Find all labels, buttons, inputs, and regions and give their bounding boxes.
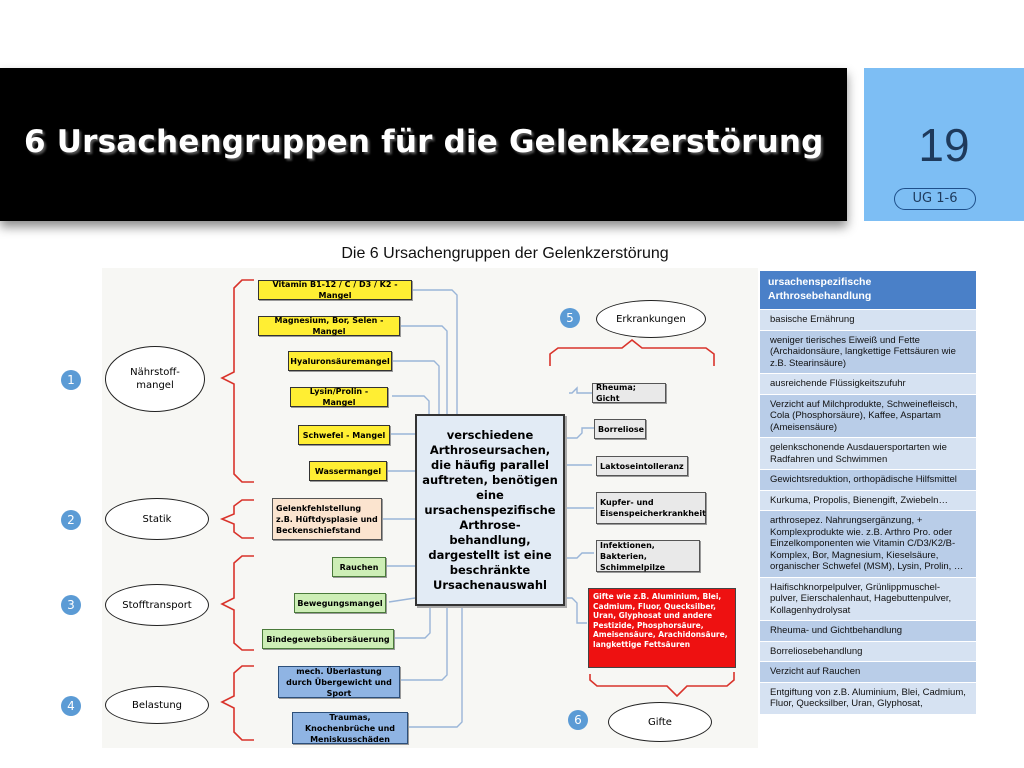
group-number-badge: 2 — [61, 510, 81, 530]
group-number-badge: 6 — [568, 710, 588, 730]
table-row: Entgiftung von z.B. Aluminium, Blei, Cad… — [760, 682, 976, 715]
table-row: Rheuma- und Gichtbehandlung — [760, 621, 976, 642]
disease-item: Laktoseintolleranz — [596, 456, 688, 476]
group-number-badge: 5 — [560, 308, 580, 328]
table-header: ursachenspezifische Arthrosebehandlung — [760, 271, 976, 310]
cause-item: Magnesium, Bor, Selen - Mangel — [258, 316, 400, 336]
table-row: basische Ernährung — [760, 310, 976, 331]
poison-item: Gifte wie z.B. Aluminium, Blei, Cadmium,… — [588, 588, 736, 668]
cause-item: Gelenkfehlstellung z.B. Hüftdysplasie un… — [272, 498, 382, 540]
slide-number-panel — [864, 68, 1024, 221]
cause-item: Schwefel - Mangel — [298, 425, 390, 445]
cause-item: Hyaluronsäuremangel — [288, 351, 392, 371]
group-label: Belastung — [131, 699, 183, 711]
group-diseases: Erkrankungen — [596, 300, 706, 338]
table-row: Verzicht auf Rauchen — [760, 662, 976, 683]
cause-item: Vitamin B1-12 / C / D3 / K2 - Mangel — [258, 280, 412, 300]
cause-diagram: Nährstoff- mangel Statik Stofftransport … — [61, 268, 758, 748]
group-label: Gifte — [648, 716, 672, 728]
disease-item: Rheuma; Gicht — [592, 383, 666, 403]
cause-item: Wassermangel — [309, 461, 387, 481]
connector-lines — [219, 279, 735, 741]
group-nutrient-deficiency: Nährstoff- mangel — [105, 346, 205, 412]
slide-number: 19 — [918, 119, 970, 171]
group-substance-transport: Stofftransport — [105, 584, 209, 626]
cause-item: mech. Überlastung durch Übergewicht und … — [278, 666, 400, 698]
disease-item: Infektionen, Bakterien, Schimmelpilze — [596, 540, 700, 572]
group-label: Stofftransport — [122, 599, 192, 611]
treatment-table: ursachenspezifische Arthrosebehandlung b… — [760, 271, 976, 715]
group-number-badge: 3 — [61, 595, 81, 615]
title-bar — [0, 68, 847, 221]
group-label: Nährstoff- mangel — [130, 367, 180, 391]
section-badge: UG 1-6 — [894, 188, 976, 210]
disease-item: Kupfer- und Eisenspeicherkrankheit — [596, 492, 706, 524]
table-row: Kurkuma, Propolis, Bienengift, Zwiebeln… — [760, 490, 976, 511]
group-load: Belastung — [105, 686, 209, 724]
group-number-badge: 1 — [61, 370, 81, 390]
table-row: gelenkschonende Ausdauersportarten wie R… — [760, 438, 976, 470]
cause-item: Traumas, Knochenbrüche und Meniskusschäd… — [292, 712, 408, 744]
group-label: Erkrankungen — [616, 313, 686, 325]
group-number-badge: 4 — [61, 696, 81, 716]
diagram-subtitle: Die 6 Ursachengruppen der Gelenkzerstöru… — [341, 245, 669, 262]
table-row: arthrosepez. Nahrungsergänzung, + Komple… — [760, 511, 976, 578]
cause-item: Rauchen — [332, 557, 386, 577]
table-row: Verzicht auf Milchprodukte, Schweineflei… — [760, 394, 976, 438]
table-row: Gewichtsreduktion, orthopädische Hilfsmi… — [760, 470, 976, 491]
group-poisons: Gifte — [608, 702, 712, 742]
cause-item: Bewegungsmangel — [294, 593, 386, 613]
table-row: Borreliosebehandlung — [760, 641, 976, 662]
table-row: ausreichende Flüssigkeitszufuhr — [760, 374, 976, 395]
table-row: weniger tierisches Eiweiß und Fette (Arc… — [760, 330, 976, 374]
center-summary-box: verschiedene Arthroseursachen, die häufi… — [415, 414, 565, 606]
cause-item: Bindegewebsübersäuerung — [262, 629, 394, 649]
cause-item: Lysin/Prolin - Mangel — [290, 387, 388, 407]
group-label: Statik — [142, 513, 172, 525]
group-statics: Statik — [105, 498, 209, 540]
table-row: Haifischknorpelpulver, Grünlippmuschel-p… — [760, 577, 976, 621]
disease-item: Borreliose — [594, 419, 646, 439]
page-title: 6 Ursachengruppen für die Gelenkzerstöru… — [24, 124, 824, 160]
